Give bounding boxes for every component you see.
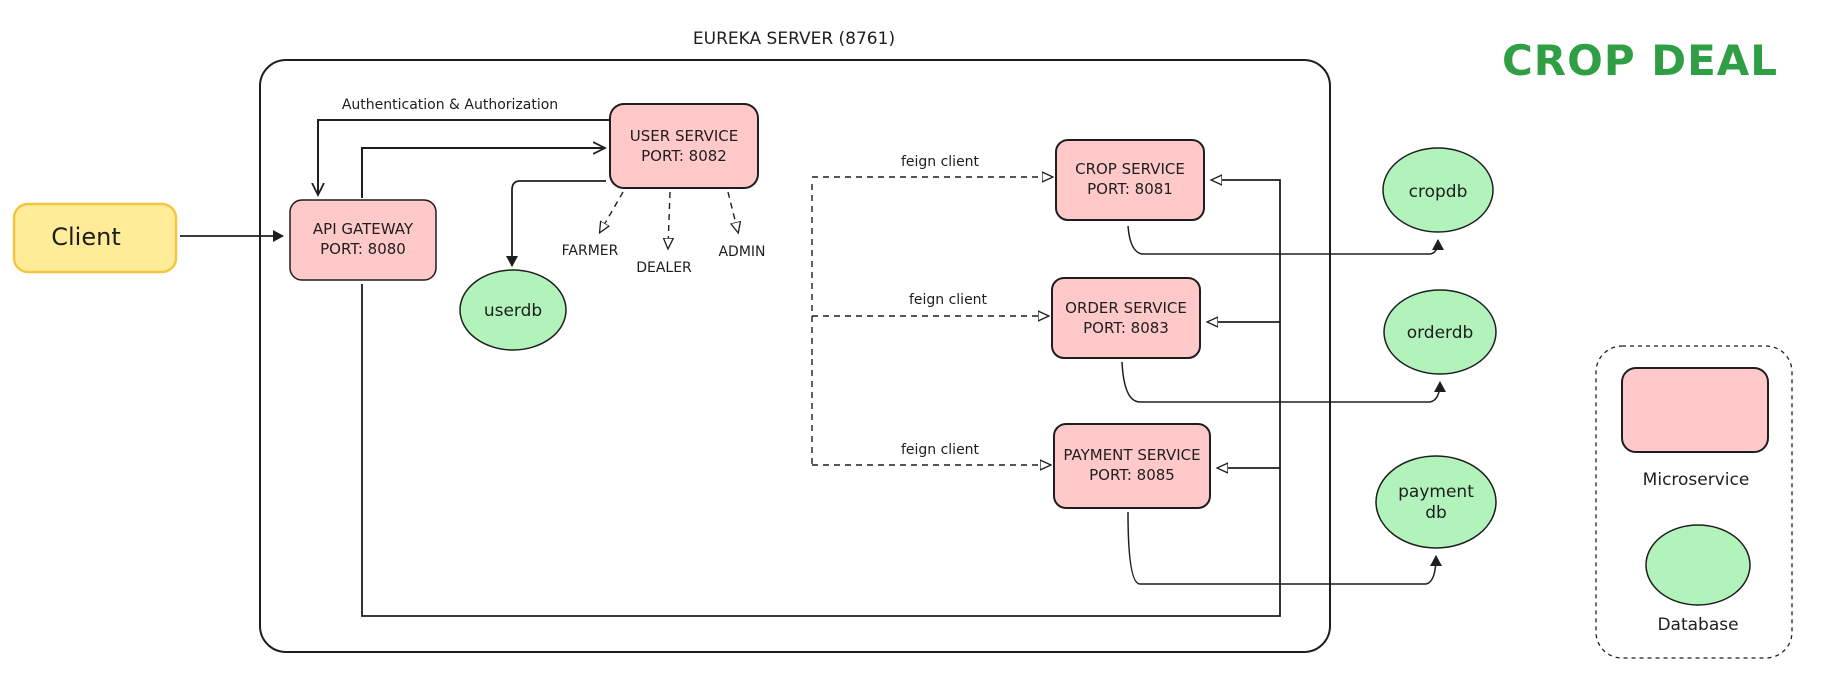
- cropdb-ellipse: [1382, 147, 1494, 233]
- order-service-node: ORDER SERVICE PORT: 8083: [1051, 277, 1201, 359]
- dealer-role-arrow: [668, 191, 670, 248]
- legend-database-swatch: [1645, 524, 1751, 606]
- crop-service-name: CROP SERVICE: [1075, 160, 1185, 178]
- order-service-name: ORDER SERVICE: [1065, 299, 1187, 317]
- client-box: [12, 202, 178, 274]
- order-service-box: [1051, 277, 1201, 359]
- userdb-label: userdb: [484, 301, 542, 321]
- paymentdb-label-line1: payment: [1398, 482, 1474, 502]
- feign-label-payment: feign client: [901, 442, 980, 458]
- legend-database-label: Database: [1657, 615, 1738, 635]
- api-gateway-box: [289, 199, 437, 281]
- eureka-server-label: EUREKA SERVER (8761): [693, 29, 895, 49]
- user-to-userdb-arrow: [506, 180, 606, 267]
- auth-label: Authentication & Authorization: [342, 97, 558, 113]
- user-service-box: [609, 103, 759, 189]
- farmer-role-arrow: [600, 191, 624, 232]
- payment-service-port: PORT: 8085: [1089, 466, 1175, 484]
- admin-role-arrow: [727, 191, 738, 232]
- gateway-routing-bus: [361, 180, 1281, 617]
- legend-box: [1595, 345, 1793, 659]
- userdb-node: userdb: [459, 269, 567, 351]
- auth-arrow-to-gateway: [318, 119, 610, 194]
- api-gateway-node: API GATEWAY PORT: 8080: [289, 199, 437, 281]
- client-label: Client: [51, 223, 120, 251]
- legend-microservice-swatch: [1621, 367, 1769, 453]
- orderdb-ellipse: [1383, 289, 1497, 375]
- eureka-server-box: [259, 59, 1331, 653]
- diagram-title: CROP DEAL: [1502, 36, 1778, 85]
- client-node: Client: [12, 202, 178, 274]
- user-service-name: USER SERVICE: [630, 127, 738, 145]
- payment-service-box: [1053, 423, 1211, 509]
- user-service-node: USER SERVICE PORT: 8082: [609, 103, 759, 189]
- payment-to-paymentdb-arrow: [1127, 511, 1442, 585]
- feign-label-order: feign client: [909, 292, 988, 308]
- paymentdb-label-line2: db: [1425, 503, 1447, 523]
- role-farmer-label: FARMER: [562, 243, 619, 259]
- legend: Microservice Database: [1595, 345, 1793, 659]
- order-to-orderdb-arrow: [1121, 361, 1446, 403]
- paymentdb-node: payment db: [1375, 455, 1497, 549]
- payment-service-name: PAYMENT SERVICE: [1063, 446, 1200, 464]
- userdb-ellipse: [459, 269, 567, 351]
- gateway-to-user-arrow: [361, 148, 604, 198]
- orderdb-node: orderdb: [1383, 289, 1497, 375]
- paymentdb-ellipse: [1375, 455, 1497, 549]
- crop-service-box: [1055, 139, 1205, 221]
- crop-service-port: PORT: 8081: [1087, 180, 1173, 198]
- order-service-port: PORT: 8083: [1083, 319, 1169, 337]
- cropdb-node: cropdb: [1382, 147, 1494, 233]
- payment-service-node: PAYMENT SERVICE PORT: 8085: [1053, 423, 1211, 509]
- role-admin-label: ADMIN: [718, 244, 765, 260]
- crop-to-cropdb-arrow: [1127, 225, 1444, 255]
- feign-label-crop: feign client: [901, 154, 980, 170]
- role-dealer-label: DEALER: [636, 260, 692, 276]
- api-gateway-port: PORT: 8080: [320, 240, 406, 258]
- orderdb-label: orderdb: [1407, 323, 1474, 343]
- user-service-port: PORT: 8082: [641, 147, 727, 165]
- crop-service-node: CROP SERVICE PORT: 8081: [1055, 139, 1205, 221]
- legend-microservice-label: Microservice: [1643, 470, 1750, 490]
- cropdb-label: cropdb: [1409, 182, 1468, 202]
- api-gateway-name: API GATEWAY: [313, 220, 414, 238]
